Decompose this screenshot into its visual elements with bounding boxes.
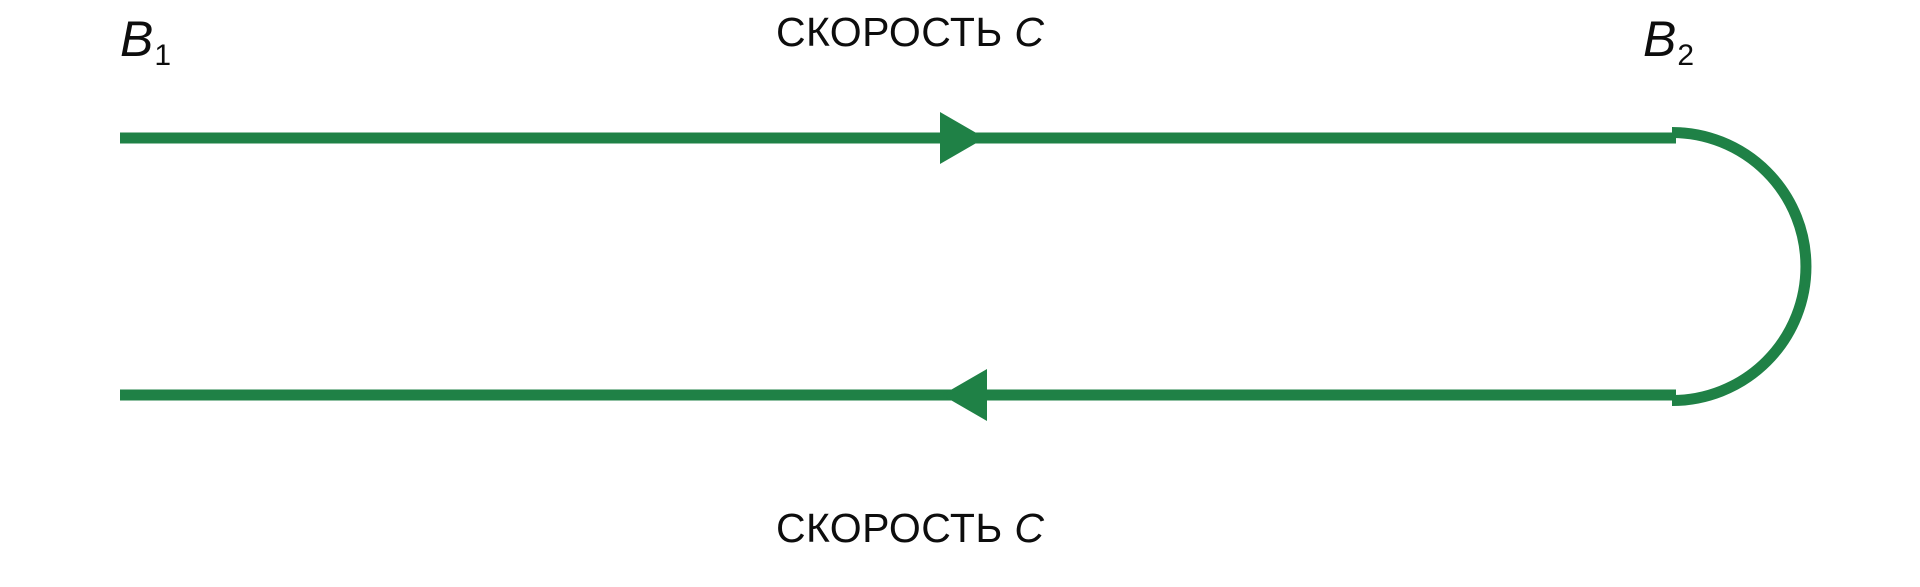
label-point-b2: B2 — [1643, 11, 1694, 71]
arrowhead-left-icon — [942, 369, 987, 421]
label-speed-bottom-symbol: C — [1014, 505, 1045, 551]
label-b1-subscript: 1 — [154, 39, 172, 72]
label-b2-subscript: 2 — [1677, 39, 1695, 72]
u-turn-arc — [1671, 127, 1812, 406]
label-speed-bottom: СКОРОСТЬ C — [0, 508, 1920, 549]
arrowhead-right-icon — [940, 112, 985, 164]
label-b2-base: B — [1643, 11, 1677, 67]
label-speed-top-symbol: C — [1014, 9, 1045, 55]
label-b1-base: B — [120, 11, 154, 67]
label-speed-bottom-text: СКОРОСТЬ — [775, 505, 1015, 551]
label-point-b1: B1 — [120, 11, 171, 71]
label-speed-top: СКОРОСТЬ C — [0, 12, 1920, 53]
label-speed-top-text: СКОРОСТЬ — [775, 9, 1015, 55]
